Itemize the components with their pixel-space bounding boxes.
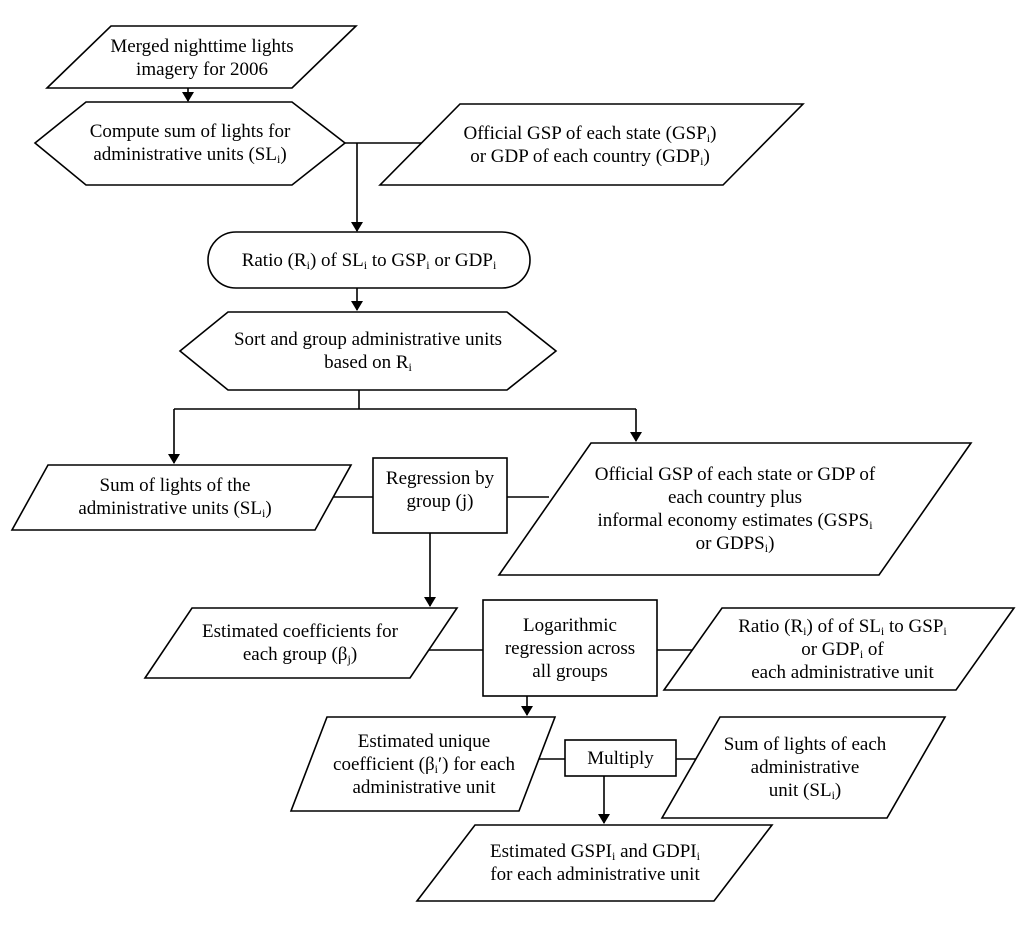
node-shapes (10, 25, 1016, 902)
io-estimated-gspi (415, 824, 774, 902)
terminal-ratio (207, 231, 531, 289)
connectors (168, 88, 702, 824)
prep-sort-group (178, 311, 558, 391)
io-estimated-unique (289, 716, 557, 812)
process-multiply (564, 739, 677, 777)
io-sum-lights-units (10, 464, 353, 531)
process-regression-group (372, 457, 508, 534)
process-log-regression (482, 599, 658, 697)
io-merged-imagery (45, 25, 358, 89)
prep-compute-sum (33, 101, 347, 186)
io-sum-lights-each (660, 716, 947, 819)
io-official-informal (497, 442, 973, 576)
io-ratio-each-unit (662, 607, 1016, 691)
io-estimated-coeff-group (143, 607, 459, 679)
io-official-gsp-gdp (378, 103, 805, 186)
